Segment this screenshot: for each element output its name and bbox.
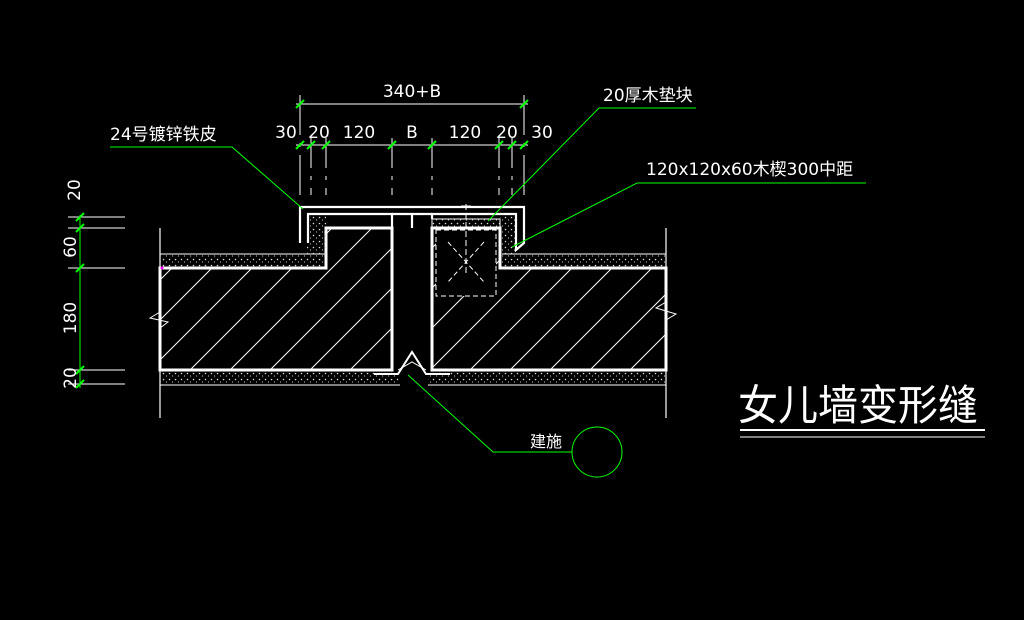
- dim-20-left: 20: [308, 123, 330, 143]
- wall-left-body: [158, 226, 394, 372]
- annotation-leaders: 24号镀锌铁皮 20厚木垫块 120x120x60木楔300中距 建施: [110, 86, 866, 478]
- bottom-v-flashing: [374, 350, 450, 375]
- left-dimension-chain: 20 60 180 20: [61, 179, 125, 389]
- label-wood-pad: 20厚木垫块: [603, 86, 693, 106]
- label-metal-sheet: 24号镀锌铁皮: [110, 125, 217, 145]
- label-wood-wedge: 120x120x60木楔300中距: [646, 160, 853, 180]
- overall-dimension: 340+B: [383, 82, 441, 102]
- wall-section: [148, 204, 678, 418]
- dim-b: B: [406, 123, 418, 143]
- dim-120-right: 120: [449, 123, 481, 143]
- label-reference: 建施: [530, 432, 562, 451]
- dim-30-right: 30: [531, 123, 553, 143]
- dim-30-left: 30: [275, 123, 297, 143]
- reference-circle: [571, 426, 623, 478]
- drawing-title: 女儿墙变形缝: [738, 381, 978, 430]
- drawing-title-block: 女儿墙变形缝: [738, 381, 985, 438]
- plaster-bottom-left: [160, 372, 400, 385]
- wood-pad: [431, 218, 501, 229]
- left-dim-180: 180: [61, 302, 81, 334]
- plaster-top-left: [160, 254, 325, 268]
- left-dim-20-top: 20: [65, 179, 85, 201]
- dim-120-left: 120: [343, 123, 375, 143]
- metal-flashing-cap: [298, 205, 526, 253]
- dim-20-right: 20: [496, 123, 518, 143]
- top-dimension-chain: 340+B 30 20 120 B 120 20 30: [275, 82, 553, 195]
- left-dim-60: 60: [61, 236, 81, 258]
- left-dim-20-bottom: 20: [61, 367, 81, 389]
- plaster-top-right: [502, 254, 666, 268]
- plaster-bottom-right: [428, 372, 666, 385]
